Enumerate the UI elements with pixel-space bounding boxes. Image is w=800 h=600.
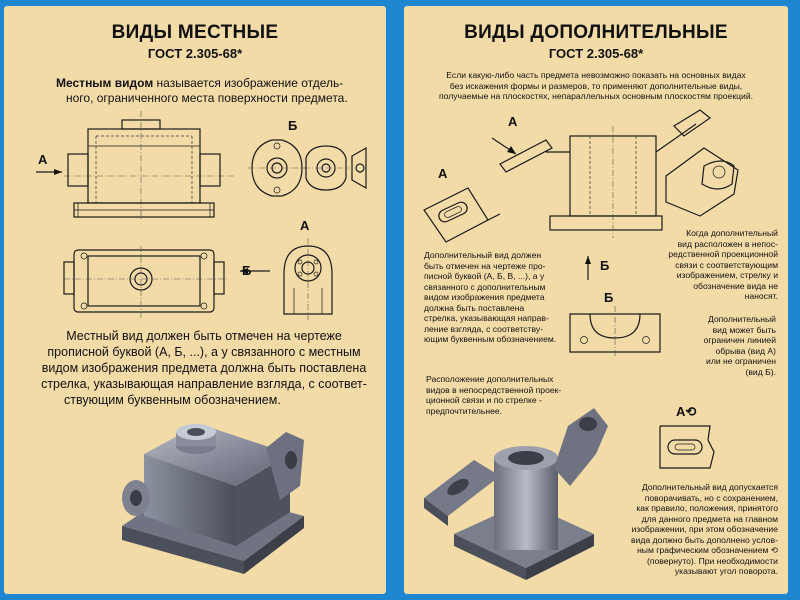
right-text3-line: вид может быть xyxy=(712,324,776,335)
right-intro: Если какую-либо часть предмета невозможн… xyxy=(414,70,778,102)
right-text4-line: Расположение дополнительных xyxy=(426,374,554,384)
right-text4-line: ционной связи и по стрелке - xyxy=(426,395,542,405)
left-note-line: стрелка, указывающая направление взгляда… xyxy=(41,377,367,391)
right-text1-line: ющим буквенным обозначением. xyxy=(424,334,557,344)
right-text3-line: обрыва (вид А) xyxy=(715,345,776,356)
right-text1-line: писной буквой (А, Б, В, ...), а у xyxy=(424,271,545,281)
right-intro-line: получаемые на плоскостях, непараллельных… xyxy=(438,91,754,101)
right-intro-line: без искажения формы и размеров, то приме… xyxy=(449,80,743,91)
left-note-line: видом изображения предмета должна быть п… xyxy=(41,361,367,375)
right-text4-line: видов в непосредственной проек- xyxy=(426,384,562,395)
right-text5-line: указывают угол поворота. xyxy=(674,566,778,576)
right-text1-line: видом изображения предмета xyxy=(424,292,545,302)
rotated-icon: ⟲ xyxy=(685,404,697,419)
right-text2-line: вид расположен в непос- xyxy=(677,238,778,249)
right-text1-line: быть отмечен на чертеже про- xyxy=(424,260,546,271)
view-b-drawing xyxy=(569,306,661,358)
right-end-view-drawing xyxy=(665,147,739,217)
right-text3-line: или не ограничен xyxy=(706,356,776,366)
left-note: Местный вид должен быть отмечен на черте… xyxy=(34,328,374,408)
right-text3: Дополнительный вид может быть ограничен … xyxy=(676,314,776,377)
right-label-a-arrow: А xyxy=(508,114,518,129)
auxiliary-main-drawing xyxy=(491,109,712,238)
local-view-b-drawing xyxy=(248,139,367,197)
front-view-drawing xyxy=(36,111,234,221)
right-text3-line: Дополнительный xyxy=(707,314,776,324)
right-label-b-view: Б xyxy=(604,290,614,305)
label-a-view: А xyxy=(300,218,310,233)
right-label-a-rot: А xyxy=(676,404,686,419)
right-text5-line: поворачивать, но с сохранением, xyxy=(644,492,778,503)
part-3d-render xyxy=(424,408,608,580)
arrow-b-drawing xyxy=(585,256,591,280)
right-intro-line: Если какую-либо часть предмета невозможн… xyxy=(446,70,746,80)
right-gost: ГОСТ 2.305-68* xyxy=(548,46,644,61)
right-text5-line: (повернуто). При необходимости xyxy=(646,555,778,566)
label-b-arrow: Б xyxy=(242,263,252,278)
right-text1-line: должна быть поставлена xyxy=(424,302,525,313)
right-text2-line: связи с соответствующим xyxy=(675,259,778,270)
right-panel-auxiliary-views: ВИДЫ ДОПОЛНИТЕЛЬНЫЕ ГОСТ 2.305-68* Если … xyxy=(404,6,788,594)
plan-view-drawing xyxy=(63,246,270,318)
right-text5-line: Дополнительный вид допускается xyxy=(641,482,778,492)
right-text5-line: как правило, положения, принятого xyxy=(636,503,778,513)
right-text2: Когда дополнительный вид расположен в не… xyxy=(666,228,778,302)
right-text5-line: для данного предмета на главном xyxy=(641,513,778,524)
right-label-b-arrow: Б xyxy=(600,258,610,273)
right-text5-line: ным графическим обозначением ⟲ xyxy=(637,545,778,555)
right-text3-line: (вид Б). xyxy=(745,366,776,377)
view-a-oblique-drawing xyxy=(423,187,501,243)
left-note-line: Местный вид должен быть отмечен на черте… xyxy=(66,329,342,343)
left-note-line: ствующим буквенным обозначением. xyxy=(64,393,281,407)
right-text2-line: обозначение вида не наносят. xyxy=(693,280,778,302)
right-text4: Расположение дополнительных видов в непо… xyxy=(426,374,561,416)
right-text4-line: предпочтительнее. xyxy=(426,405,503,416)
left-intro-line2: ного, ограниченного места поверхности пр… xyxy=(66,91,348,105)
right-text2-line: редственной проекционной xyxy=(668,249,778,259)
right-text5: Дополнительный вид допускается поворачив… xyxy=(606,482,778,577)
right-label-a-view: А xyxy=(438,166,448,181)
left-intro-bold: Местным видом xyxy=(56,76,154,90)
left-panel-local-views: ВИДЫ МЕСТНЫЕ ГОСТ 2.305-68* Местным видо… xyxy=(4,6,386,594)
left-intro-rest: называется изображение отдель- xyxy=(153,76,344,90)
label-b-top: Б xyxy=(288,118,298,133)
rotated-view-a-drawing xyxy=(659,425,715,469)
right-text2-line: Когда дополнительный xyxy=(686,228,778,238)
left-note-line: прописной буквой (А, Б, ...), а у связан… xyxy=(47,345,361,359)
right-text3-line: ограничен линией xyxy=(703,335,776,345)
right-title: ВИДЫ ДОПОЛНИТЕЛЬНЫЕ xyxy=(464,22,728,43)
housing-3d-render xyxy=(122,424,304,574)
right-text2-line: изображением, стрелку и xyxy=(676,270,778,280)
right-text5-line: вида должно быть дополнено услов- xyxy=(630,534,778,545)
right-text1-line: ление взгляда, с соответству- xyxy=(424,323,544,334)
right-text1-line: стрелка, указывающая направ- xyxy=(424,313,549,323)
right-text1-line: Дополнительный вид должен xyxy=(424,250,542,260)
label-a-arrow: А xyxy=(38,152,48,167)
left-intro-line1: Местным видом называется изображение отд… xyxy=(56,76,343,91)
right-text5-line: изображении, при этом обозначение xyxy=(631,524,778,534)
local-view-a-drawing xyxy=(283,238,333,320)
left-gost: ГОСТ 2.305-68* xyxy=(147,46,243,61)
right-label-a-rotated: А⟲ xyxy=(676,404,696,420)
right-text1-line: связанного с дополнительным xyxy=(424,281,546,292)
right-text1: Дополнительный вид должен быть отмечен н… xyxy=(424,250,556,345)
left-title: ВИДЫ МЕСТНЫЕ xyxy=(111,22,279,43)
